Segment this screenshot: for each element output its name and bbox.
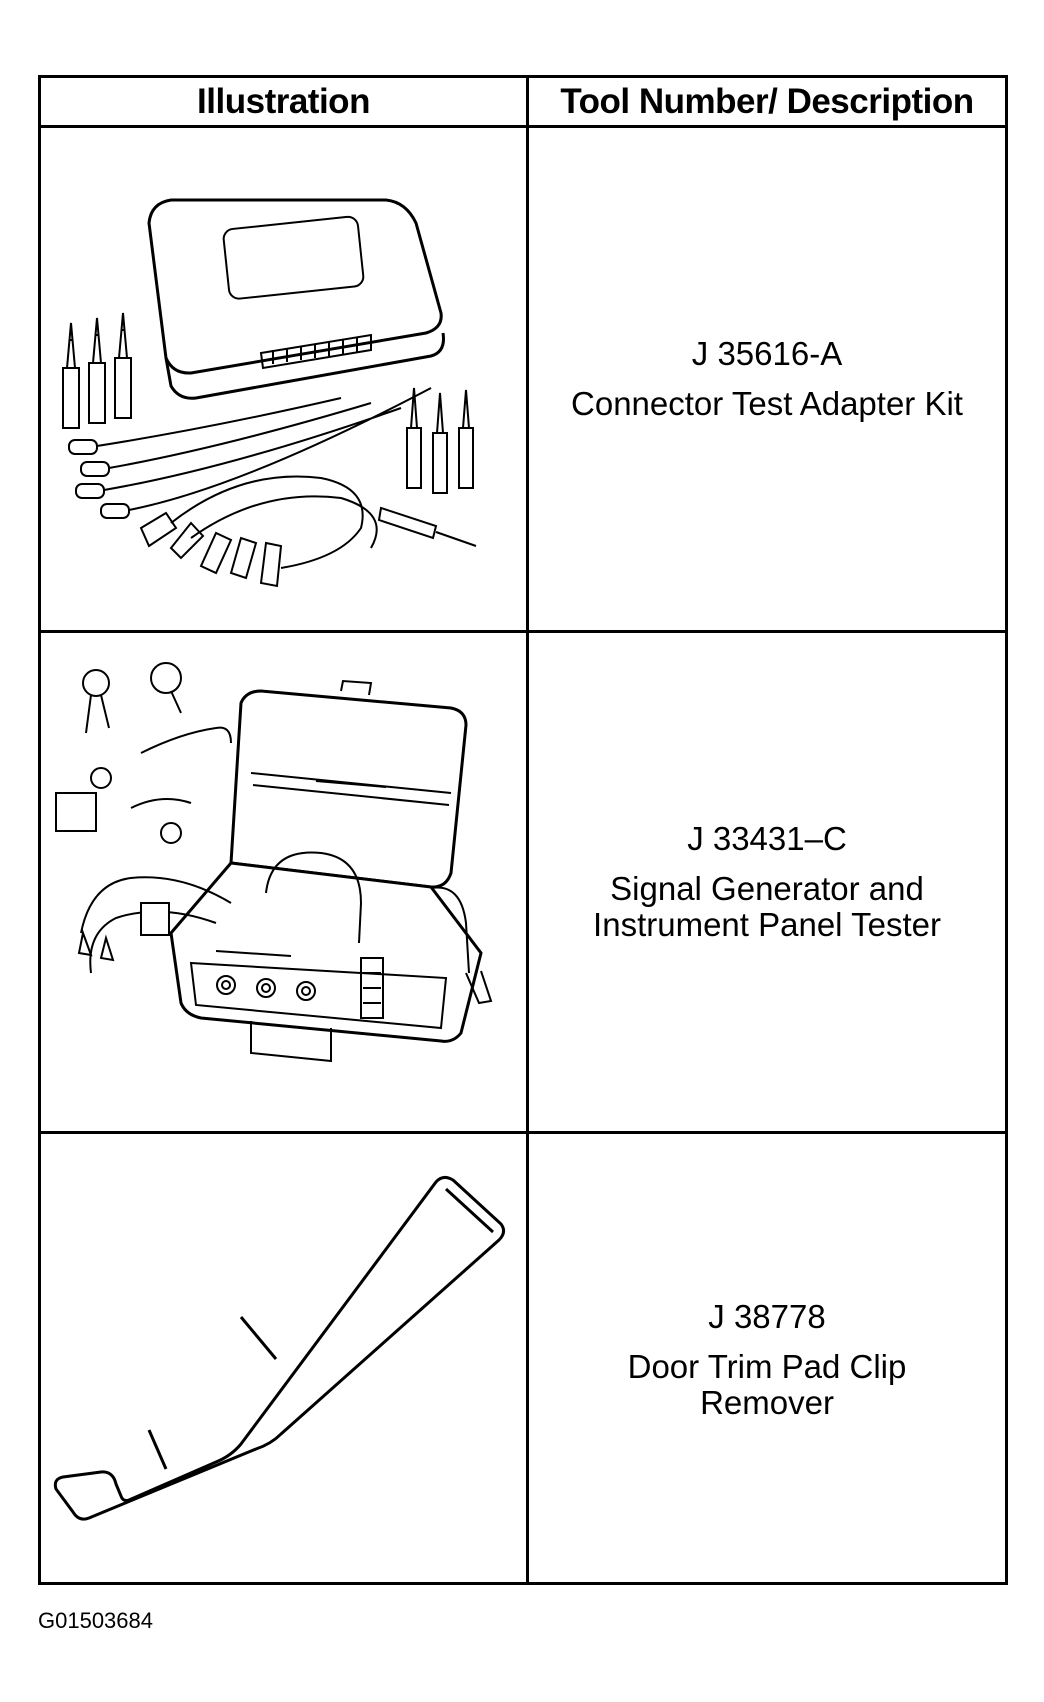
tool-table: Illustration Tool Number/ Description	[38, 75, 1008, 1585]
tool-description-line: Door Trim Pad Clip	[627, 1347, 907, 1385]
tool-description-line: Instrument Panel Tester	[593, 906, 941, 943]
header-tool-number-description: Tool Number/ Description	[560, 81, 974, 121]
tool-description-line: Connector Test Adapter Kit	[571, 385, 963, 422]
tool-number: J 33431–C	[687, 820, 847, 857]
illustration-trim-pad-clip-remover	[41, 1134, 526, 1585]
tool-description-line: Remover	[700, 1383, 834, 1421]
figure-id: G01503684	[38, 1608, 153, 1633]
header-divider	[41, 125, 1005, 128]
description-cell: J 38778 Door Trim Pad Clip Remover	[529, 1134, 1005, 1585]
tool-number: J 38778	[708, 1297, 826, 1335]
header-illustration: Illustration	[197, 81, 370, 121]
tool-number: J 35616-A	[691, 335, 843, 372]
column-divider	[526, 78, 529, 1582]
tool-description-line: Signal Generator and	[610, 870, 924, 907]
row-divider	[41, 630, 1005, 633]
illustration-signal-generator	[41, 633, 526, 1131]
illustration-connector-test-adapter-kit	[41, 128, 526, 630]
signal-generator-case-icon	[41, 633, 526, 1131]
trim-pad-clip-remover-icon	[41, 1134, 526, 1585]
description-cell: J 35616-A Connector Test Adapter Kit	[529, 128, 1005, 630]
connector-test-adapter-kit-icon	[41, 128, 526, 630]
row-divider	[41, 1131, 1005, 1134]
description-cell: J 33431–C Signal Generator and Instrumen…	[529, 633, 1005, 1131]
